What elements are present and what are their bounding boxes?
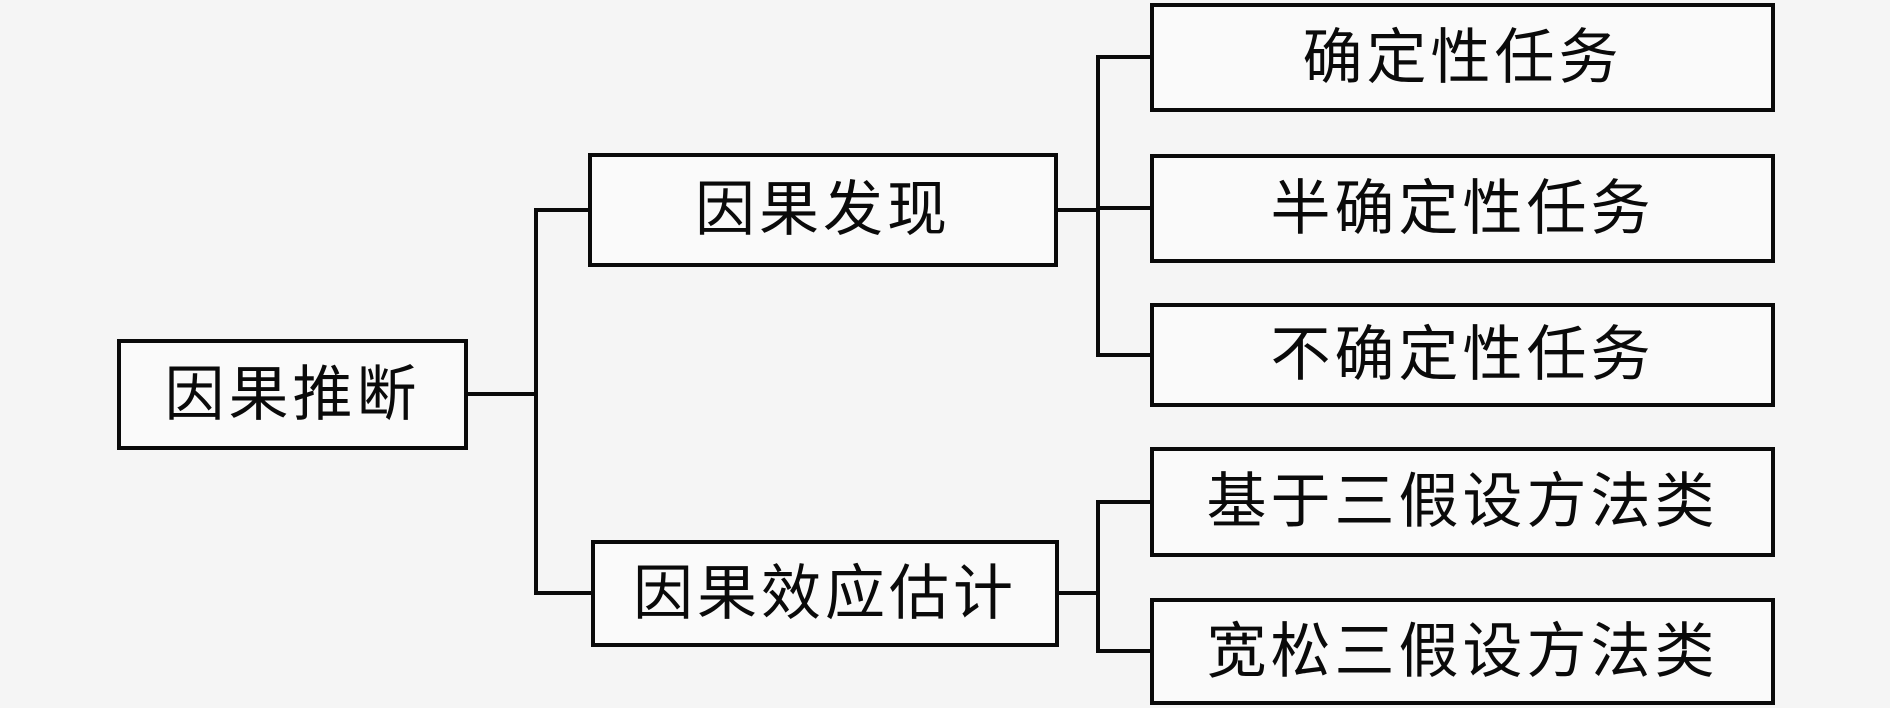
edge-trunk-estimation <box>1096 500 1100 653</box>
node-causal-effect-estimation: 因果效应估计 <box>591 540 1059 647</box>
edge-estimation-stub <box>1059 591 1100 595</box>
node-deterministic-task: 确定性任务 <box>1150 3 1775 112</box>
node-nondeterministic-task: 不确定性任务 <box>1150 303 1775 407</box>
edge-to-three-assumption <box>1096 500 1150 504</box>
edge-to-relaxed-assumption <box>1096 649 1150 653</box>
edge-to-nondeterministic <box>1096 353 1150 357</box>
edge-root-stub <box>468 392 538 396</box>
node-three-assumption-methods: 基于三假设方法类 <box>1150 447 1775 557</box>
edge-to-semi-deterministic <box>1096 206 1150 210</box>
edge-discovery-stub <box>1058 208 1100 212</box>
edge-to-causal-discovery <box>534 208 588 212</box>
edge-to-effect-estimation <box>534 591 591 595</box>
edge-trunk-level1 <box>534 208 538 595</box>
node-semi-deterministic-task: 半确定性任务 <box>1150 154 1775 263</box>
node-causal-discovery: 因果发现 <box>588 153 1058 267</box>
node-relaxed-assumption-methods: 宽松三假设方法类 <box>1150 598 1775 705</box>
edge-to-deterministic <box>1096 55 1150 59</box>
node-causal-inference: 因果推断 <box>117 339 468 450</box>
